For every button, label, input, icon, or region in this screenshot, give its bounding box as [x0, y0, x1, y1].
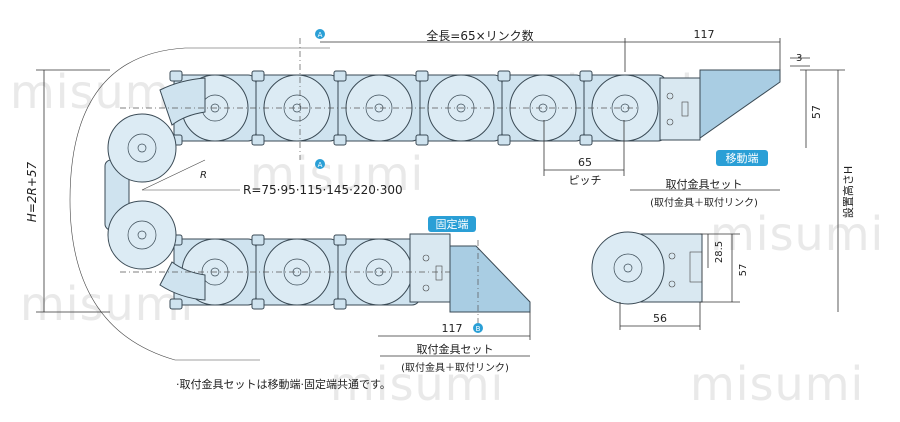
total-length-label: 全長=65×リンク数 [426, 28, 533, 43]
dim-57-right: 57 [810, 105, 823, 119]
end-view-disc [591, 231, 665, 305]
watermark-text: misumi [250, 147, 424, 201]
dim-3: 3 [796, 53, 802, 64]
chain-link-ring [529, 94, 557, 122]
bolt-hole [666, 118, 674, 126]
chain-link-tab [415, 134, 429, 146]
bend-section [104, 77, 206, 301]
outer-envelope-line [69, 47, 330, 361]
chain-link-pin [456, 103, 466, 113]
fixed-end-plate [409, 233, 451, 303]
fixed-end-badge [428, 216, 476, 232]
h-formula: H=2R+57 [25, 161, 39, 222]
chain-link-ring [365, 258, 393, 286]
mount-set-bottom: 取付金具セット [417, 342, 494, 356]
dim-56: 56 [653, 312, 667, 325]
chain-link-ring [365, 94, 393, 122]
watermark-group: misumi misumi misumi misumi misumi misum… [10, 65, 883, 411]
slot [681, 101, 689, 117]
bolt-hole [668, 252, 676, 260]
radius-arrow [141, 159, 206, 191]
chain-link-tab [333, 298, 347, 310]
chain-link-ring [283, 94, 311, 122]
watermark-text: misumi [690, 357, 864, 411]
fixed-end-bracket [409, 233, 531, 313]
mount-set-top: 取付金具セット [666, 177, 743, 191]
bend-upper-link [159, 77, 206, 126]
bolt-hole [422, 284, 430, 292]
marker-b [473, 323, 483, 333]
bend-link-pin [137, 230, 147, 240]
chain-link-tab [497, 134, 511, 146]
chain-link-ring [283, 258, 311, 286]
chain-link-tab [497, 70, 511, 82]
chain-link-tab [251, 70, 265, 82]
bolt-hole [666, 92, 674, 100]
moving-end-plate [659, 77, 701, 141]
end-view-slot [689, 251, 703, 283]
marker-a-top-label: A [318, 31, 323, 39]
chain-link-tab [579, 134, 593, 146]
radius-r-mark: R [200, 170, 207, 181]
end-view [591, 231, 703, 305]
dim-28-5: 28.5 [714, 241, 725, 263]
fixed-end-wedge [449, 245, 531, 313]
bend-link-disc [107, 200, 177, 270]
install-height-label: 設置高さH [841, 166, 855, 218]
pitch-value: 65 [578, 156, 592, 169]
moving-end-badge [716, 150, 768, 166]
top-chain-run [169, 70, 667, 146]
chain-link-tab [251, 298, 265, 310]
chain-link-tab [415, 70, 429, 82]
watermark-text: misumi [330, 357, 504, 411]
marker-a-top [315, 29, 325, 39]
bolt-hole [668, 280, 676, 288]
chain-link-tab [251, 234, 265, 246]
chain-link-tab [251, 134, 265, 146]
bend-link-disc [107, 113, 177, 183]
bend-link-ring [127, 133, 157, 163]
bolt-hole [422, 254, 430, 262]
marker-a-mid [315, 159, 325, 169]
radius-label: R=75·95·115·145·220·300 [243, 183, 403, 197]
dim-117-bottom: 117 [442, 322, 463, 335]
bend-link-ring [127, 220, 157, 250]
mount-set-bottom-sub: (取付金具＋取付リンク) [401, 361, 509, 374]
dim-117-top: 117 [694, 28, 715, 41]
chain-link-tab [333, 70, 347, 82]
footnote: ·取付金具セットは移動端·固定端共通です。 [176, 377, 391, 391]
bend-lower-link [159, 261, 206, 301]
marker-a-mid-label: A [318, 161, 323, 169]
marker-b-label: B [476, 325, 481, 333]
moving-end-wedge [699, 69, 781, 139]
end-view-ring [613, 253, 643, 283]
chain-link-tab [169, 298, 183, 310]
fixed-end-label: 固定端 [436, 217, 469, 231]
mount-set-top-sub: (取付金具＋取付リンク) [650, 196, 758, 209]
dim-57-end: 57 [738, 264, 749, 277]
pitch-label: ピッチ [569, 174, 602, 187]
chain-link-tab [579, 70, 593, 82]
moving-end-bracket [659, 69, 781, 141]
chain-link-ring [611, 94, 639, 122]
chain-link-tab [333, 134, 347, 146]
chain-link-tab [333, 234, 347, 246]
chain-link-tab [169, 70, 183, 82]
bend-link-pin [137, 143, 147, 153]
moving-end-label: 移動端 [726, 151, 759, 165]
slot [435, 265, 443, 281]
end-view-pin [623, 263, 633, 273]
